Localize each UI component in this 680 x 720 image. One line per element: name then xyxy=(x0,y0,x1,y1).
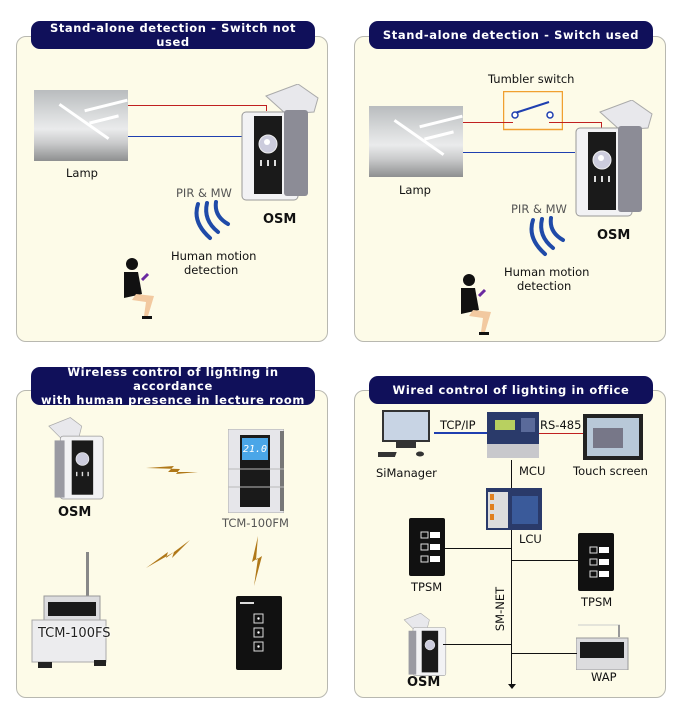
bus-arrow-icon xyxy=(508,684,516,689)
wireless-signal-icon xyxy=(146,466,198,474)
simanager-label: SiManager xyxy=(376,466,437,480)
wireless-signal-icon xyxy=(146,540,190,568)
tcm-100fs-device-image xyxy=(31,552,107,668)
wire-blue xyxy=(463,152,575,153)
tpsm-right-label: TPSM xyxy=(581,595,613,609)
osm-link xyxy=(443,644,511,645)
seated-person-image xyxy=(461,274,491,335)
tcm-100fm-device-image: 21.0 xyxy=(228,429,284,513)
lamp-photo xyxy=(369,106,463,177)
tpsm-switch-panel-image xyxy=(236,596,282,670)
panel-title: Wireless control of lighting in accordan… xyxy=(31,365,315,407)
panel-title: Wired control of lighting in office xyxy=(369,376,653,404)
osm-sensor-image xyxy=(403,612,447,676)
display-reading: 21.0 xyxy=(243,444,267,455)
lcu-label: LCU xyxy=(519,532,542,546)
tpsm-right-image xyxy=(578,533,614,591)
tcpip-link xyxy=(434,432,488,434)
mcu-label: MCU xyxy=(519,464,546,478)
osm-sensor-image xyxy=(575,100,653,217)
tumbler-switch-icon xyxy=(503,91,563,131)
motion-waves-icon xyxy=(194,200,230,240)
panel-title: Stand-alone detection - Switch not used xyxy=(31,21,315,49)
osm-label: OSM xyxy=(58,505,92,520)
pir-mw-label: PIR & MW xyxy=(511,202,567,216)
wire-red-left xyxy=(463,122,513,123)
rs485-link xyxy=(539,433,583,434)
wire-blue xyxy=(128,136,242,137)
tpsm-right-link xyxy=(511,560,578,561)
lamp-label: Lamp xyxy=(399,183,431,197)
simanager-pc-image xyxy=(378,410,430,457)
wire-red-right-drop xyxy=(601,122,602,128)
rs485-label: RS-485 xyxy=(540,418,582,432)
tcm-100fm-label: TCM-100FM xyxy=(222,516,289,530)
sm-net-bus xyxy=(511,460,512,686)
tumbler-switch-label: Tumbler switch xyxy=(488,72,575,86)
wire-red-right xyxy=(549,122,601,123)
lcu-device-image xyxy=(486,488,542,530)
seated-person-image xyxy=(124,258,154,319)
osm-label: OSM xyxy=(597,228,631,243)
osm-label: OSM xyxy=(407,675,441,690)
touch-screen-label: Touch screen xyxy=(573,464,648,478)
wireless-signal-icon xyxy=(252,536,262,586)
motion-label-line1: Human motion xyxy=(171,249,257,263)
osm-label: OSM xyxy=(263,212,297,227)
osm-sensor-image xyxy=(48,417,104,500)
motion-label-line2: detection xyxy=(184,263,239,277)
sm-net-label: SM-NET xyxy=(493,586,508,632)
wire-red-drop xyxy=(266,105,267,111)
motion-label-line2: detection xyxy=(517,279,572,293)
wire-red xyxy=(128,105,266,106)
wap-label: WAP xyxy=(591,670,617,684)
tpsm-left-link xyxy=(445,548,511,549)
wap-link xyxy=(511,653,577,654)
lamp-photo xyxy=(34,90,128,161)
tpsm-left-label: TPSM xyxy=(411,580,443,594)
tcpip-label: TCP/IP xyxy=(440,418,476,432)
motion-waves-icon xyxy=(529,216,565,256)
wap-device-image xyxy=(576,624,629,670)
pir-mw-label: PIR & MW xyxy=(176,186,232,200)
motion-label-line1: Human motion xyxy=(504,265,590,279)
panel-title: Stand-alone detection - Switch used xyxy=(369,21,653,49)
lamp-label: Lamp xyxy=(66,166,98,180)
mcu-device-image xyxy=(487,412,539,458)
tcm-100fs-label: TCM-100FS xyxy=(38,626,111,641)
touch-screen-image xyxy=(583,414,643,460)
osm-sensor-image xyxy=(241,84,319,201)
tpsm-left-image xyxy=(409,518,445,576)
